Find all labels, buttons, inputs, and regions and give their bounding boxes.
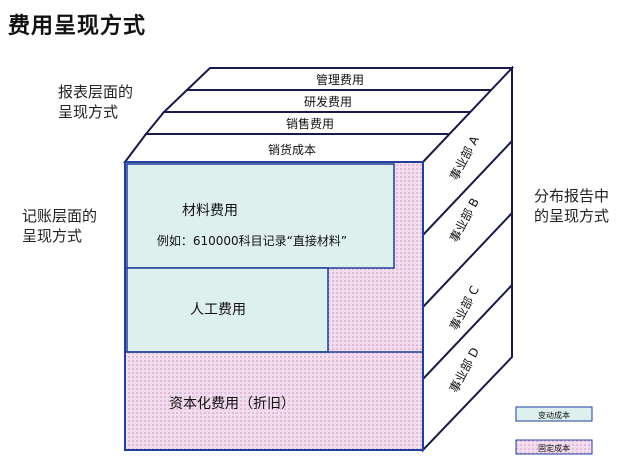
right-face-divider-2 (422, 212, 513, 308)
top-layer-admin-label: 管理费用 (316, 72, 364, 87)
labor-block (126, 267, 329, 353)
ledger-level-label-line2: 呈现方式 (22, 227, 83, 245)
materials-example-label: 例如：610000科目记录“直接材料” (157, 233, 347, 248)
labor-label: 人工费用 (190, 302, 246, 318)
legend-variable-label: 变动成本 (538, 410, 570, 420)
distribution-report-label-line1: 分布报告中 (534, 187, 610, 205)
legend-variable-swatch (515, 406, 593, 422)
ledger-level-label: 记账层面的 呈现方式 (22, 206, 97, 246)
ledger-level-label-line1: 记账层面的 (22, 207, 98, 225)
legend-fixed-label: 固定成本 (538, 443, 570, 453)
top-layer-sales-label: 销售费用 (286, 116, 334, 131)
right-face-divider-1 (422, 140, 513, 236)
materials-block (126, 163, 395, 269)
report-level-label: 报表层面的 呈现方式 (58, 82, 133, 122)
capital-label: 资本化费用（折旧） (169, 396, 295, 412)
legend-fixed-swatch (515, 439, 593, 455)
top-layer-rd-label: 研发费用 (304, 94, 352, 109)
materials-label: 材料费用 (182, 203, 238, 219)
right-face-divider-3 (422, 284, 513, 380)
page-title: 费用呈现方式 (8, 14, 147, 39)
distribution-report-label: 分布报告中 的呈现方式 (534, 186, 609, 226)
report-level-label-line2: 呈现方式 (58, 103, 119, 121)
report-level-label-line1: 报表层面的 (58, 83, 134, 101)
distribution-report-label-line2: 的呈现方式 (534, 207, 610, 225)
top-layer-cogs-label: 销货成本 (268, 142, 316, 157)
